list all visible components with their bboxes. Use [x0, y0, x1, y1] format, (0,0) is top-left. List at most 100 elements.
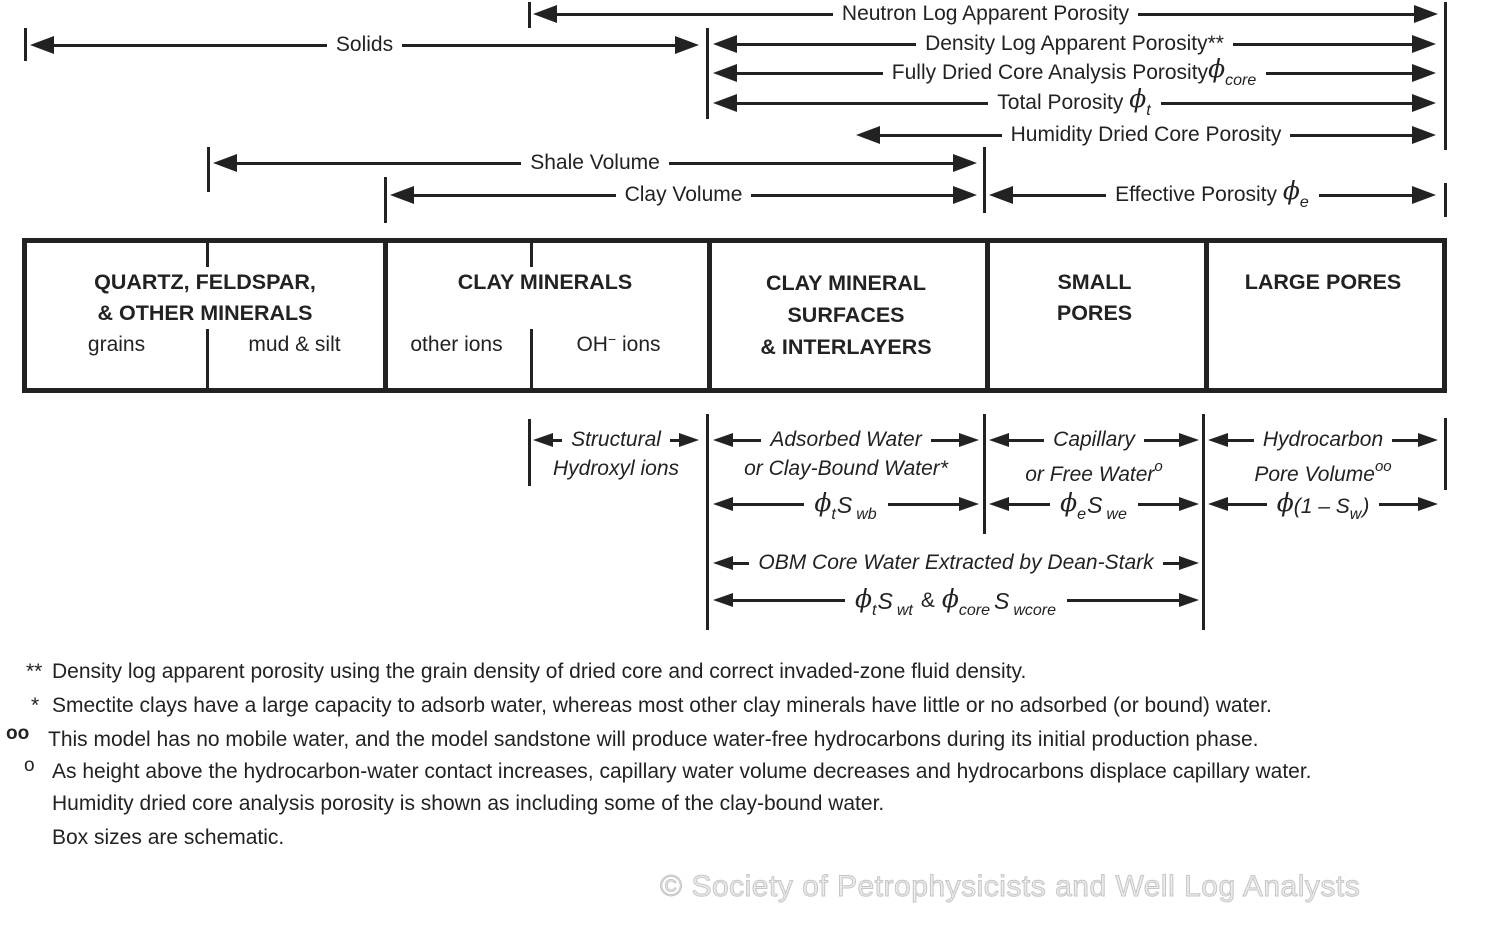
label-text: Total Porosity	[997, 91, 1124, 114]
arrow-line	[237, 161, 522, 165]
divider-grains-mud-bottom	[206, 329, 209, 388]
arrow-line	[880, 133, 1002, 137]
label-text: or Free Water	[1025, 463, 1155, 486]
arrow-label-line2: Hydroxyl ions	[552, 457, 680, 480]
footnote-marker: *	[31, 694, 40, 717]
footnote-text: Box sizes are schematic.	[52, 826, 285, 849]
arrow-label: Effective Porosity ϕe	[1106, 178, 1319, 212]
tick-clay-left	[384, 177, 387, 223]
arrow-line	[930, 438, 960, 442]
phi-symbol: ϕ	[1282, 176, 1300, 205]
arrowhead-left-icon	[390, 186, 414, 204]
phi-subscript: core	[1225, 72, 1257, 89]
arrow-label-line2: Pore Volumeoo	[1208, 454, 1438, 490]
phi-subscript: e	[1299, 194, 1309, 211]
box-clay-sub-other-ions: other ions	[410, 333, 503, 356]
arrowhead-left-icon	[713, 64, 737, 82]
arrowhead-right-icon	[1418, 433, 1439, 447]
arrow-line	[737, 101, 989, 105]
arrow-line	[1160, 101, 1412, 105]
saturation-subscript: wcore	[1013, 601, 1057, 619]
arrow-line	[553, 438, 563, 442]
arrow-row: Capillary	[989, 426, 1200, 454]
arrowhead-right-icon	[953, 154, 977, 172]
arrow-line	[751, 193, 954, 197]
saturation-subscript: we	[1106, 505, 1127, 523]
arrow-solids: Solids	[30, 31, 700, 59]
footnote-marker: oo	[6, 723, 30, 744]
arrow-label-line2: or Free Watero	[989, 454, 1199, 490]
phi-subscript: core	[958, 601, 990, 619]
arrowhead-left-icon	[533, 5, 557, 23]
saturation-symbol: S	[877, 587, 893, 614]
tick-effective-left	[983, 147, 986, 213]
arrowhead-left-icon	[713, 35, 737, 53]
box-minerals-sub-grains: grains	[87, 333, 146, 356]
arrow-line	[1318, 193, 1412, 197]
watermark-copyright: © Society of Petrophysicists and Well Lo…	[659, 870, 1361, 904]
arrow-line	[1009, 438, 1045, 442]
formula-close: )	[1362, 494, 1370, 518]
oh-rest: ions	[622, 333, 661, 356]
arrow-line	[1143, 438, 1180, 442]
arrow-line	[737, 71, 883, 75]
arrow-line	[1162, 561, 1179, 565]
arrowhead-right-icon	[1418, 497, 1439, 511]
formula-open: (1 – S	[1293, 494, 1350, 518]
arrow-line	[1067, 598, 1179, 602]
arrowhead-right-icon	[1412, 186, 1436, 204]
tick-capillary-left	[983, 414, 986, 534]
phi-symbol: ϕ	[1129, 84, 1147, 113]
phi-subscript: e	[1077, 505, 1087, 523]
arrow-line	[1266, 71, 1413, 75]
footnote-text: As height above the hydrocarbon-water co…	[52, 760, 1312, 783]
arrow-line	[737, 42, 917, 46]
arrow-phi-1-minus-sw: ϕ(1 – Sw)	[1208, 488, 1439, 523]
tick-neutron-left	[528, 2, 531, 28]
arrow-density-log-apparent-porosity: Density Log Apparent Porosity**	[713, 30, 1436, 58]
divider-grains-mud-top	[206, 243, 209, 267]
tick-solids-left	[24, 28, 27, 61]
arrowhead-left-icon	[713, 94, 737, 112]
arrow-shale-volume: Shale Volume	[213, 149, 977, 177]
box-clay-sub-oh-ions: OH− ions	[530, 331, 707, 357]
tick-bound-water-left	[706, 414, 709, 630]
arrowhead-right-icon	[675, 36, 700, 54]
footnote-marker: o	[24, 755, 35, 776]
model-table: QUARTZ, FELDSPAR, & OTHER MINERALS grain…	[22, 238, 1447, 393]
arrow-capillary-water: Capillary or Free Watero	[989, 426, 1200, 490]
arrow-line	[1138, 12, 1414, 16]
divider-surfaces-smallpores	[985, 243, 990, 388]
arrow-label: Shale Volume	[530, 151, 660, 174]
arrow-line	[1290, 133, 1412, 137]
phi-subscript: t	[831, 505, 836, 523]
phi-symbol: ϕ	[854, 583, 873, 613]
arrowhead-left-icon	[30, 36, 54, 54]
label-text: Effective Porosity	[1115, 183, 1278, 206]
arrow-line	[557, 12, 833, 16]
phi-symbol: ϕ	[814, 487, 832, 517]
arrow-label: Structural	[571, 428, 661, 451]
tick-porosity-right	[1444, 2, 1447, 150]
arrowhead-left-icon	[713, 593, 733, 607]
arrow-label: Hydrocarbon	[1262, 428, 1384, 451]
arrowhead-left-icon	[533, 433, 553, 447]
arrowhead-right-icon	[1412, 94, 1436, 112]
arrow-effective-porosity: Effective Porosity ϕe	[989, 178, 1436, 212]
arrow-hydrocarbon-pore-volume: Hydrocarbon Pore Volumeoo	[1208, 426, 1439, 490]
divider-small-large-pores	[1204, 243, 1209, 388]
arrow-fully-dried-core-porosity: Fully Dried Core Analysis Porosityϕcore	[713, 56, 1437, 89]
box-minerals-title-line1: QUARTZ, FELDSPAR,	[94, 270, 316, 294]
arrowhead-right-icon	[959, 497, 980, 511]
arrow-clay-volume: Clay Volume	[390, 181, 978, 209]
divider-ions-bottom	[530, 329, 533, 388]
arrowhead-right-icon	[1179, 593, 1199, 607]
phi-symbol: ϕ	[1060, 487, 1078, 517]
arrow-line	[1232, 42, 1412, 46]
label-text: Pore Volume	[1254, 463, 1375, 486]
box-small-pores-line2: PORES	[1056, 301, 1133, 325]
arrow-line	[1137, 502, 1179, 506]
footnote-mark-o: o	[1154, 458, 1163, 475]
